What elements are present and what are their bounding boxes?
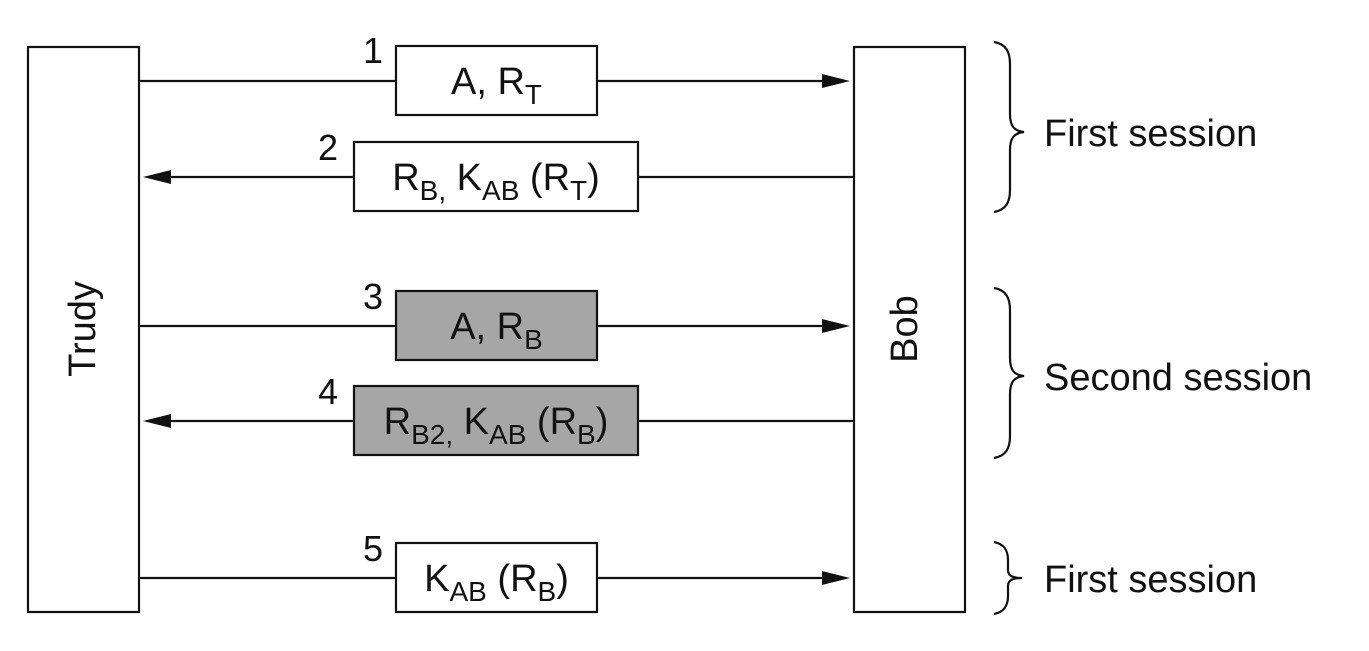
message-2-label-part: R	[392, 157, 419, 199]
message-3-label-subscript: B	[524, 324, 543, 355]
message-3: 3 A, RB	[139, 276, 850, 362]
session-3-brace	[993, 540, 1023, 616]
bob-label: Bob	[884, 295, 926, 363]
message-2-label-subscript: B,	[420, 175, 446, 206]
message-2-step-number: 2	[318, 127, 338, 168]
session-1-label: First session	[1044, 113, 1257, 155]
message-1-label: A, RT	[451, 61, 542, 110]
message-2-label-part: (R	[519, 157, 570, 199]
message-3-step-number: 3	[363, 276, 383, 317]
message-4-arrowhead	[143, 414, 171, 428]
message-3-label-part: A, R	[450, 306, 524, 348]
message-2-arrowhead	[143, 170, 171, 184]
message-4: 4 RB2, KAB (RB)	[143, 371, 854, 457]
message-4-label-subscript: B	[577, 419, 596, 450]
session-1-brace	[993, 40, 1025, 214]
message-5-box	[394, 541, 599, 614]
message-4-label-part: (R	[526, 401, 577, 443]
message-2-label-subscript: T	[570, 175, 587, 206]
message-2-label-part: )	[587, 157, 600, 199]
message-5-label-part: )	[556, 558, 569, 600]
trudy-box	[26, 45, 141, 614]
session-2-label: Second session	[1044, 357, 1312, 399]
message-5-label-part: (R	[487, 558, 538, 600]
message-2-label-subscript: AB	[482, 175, 519, 206]
message-3-arrowhead	[822, 319, 850, 333]
bob-box	[852, 45, 967, 614]
message-1-box	[394, 44, 599, 117]
message-4-label-subscript: B2,	[411, 419, 453, 450]
message-4-label-part: R	[384, 401, 411, 443]
message-4-label-subscript: AB	[489, 419, 526, 450]
session-3-label: First session	[1044, 559, 1257, 601]
session-2-brace	[993, 286, 1025, 460]
message-2-box	[352, 140, 640, 213]
message-5: 5 KAB (RB)	[139, 528, 850, 614]
message-1-label-part: A, R	[451, 61, 525, 103]
message-5-label-subscript: B	[538, 576, 557, 607]
message-3-box	[394, 289, 599, 362]
message-1-step-number: 1	[363, 30, 383, 71]
message-5-label-subscript: AB	[450, 576, 487, 607]
message-4-label-part: )	[596, 401, 609, 443]
message-2-label: RB, KAB (RT)	[392, 157, 600, 206]
message-4-box	[352, 384, 640, 457]
trudy-label: Trudy	[62, 281, 104, 377]
message-4-label: RB2, KAB (RB)	[384, 401, 609, 450]
message-1-arrowhead	[822, 74, 850, 88]
message-5-label: KAB (RB)	[424, 558, 569, 607]
message-5-arrowhead	[822, 571, 850, 585]
message-1: 1 A, RT	[139, 30, 850, 117]
message-2: 2 RB, KAB (RT)	[143, 127, 854, 213]
message-2-label-part: K	[446, 157, 482, 199]
message-4-step-number: 4	[318, 371, 338, 412]
message-4-label-part: K	[453, 401, 489, 443]
message-3-label: A, RB	[450, 306, 543, 355]
message-5-step-number: 5	[363, 528, 383, 569]
message-1-label-subscript: T	[525, 79, 542, 110]
message-5-label-part: K	[424, 558, 449, 600]
